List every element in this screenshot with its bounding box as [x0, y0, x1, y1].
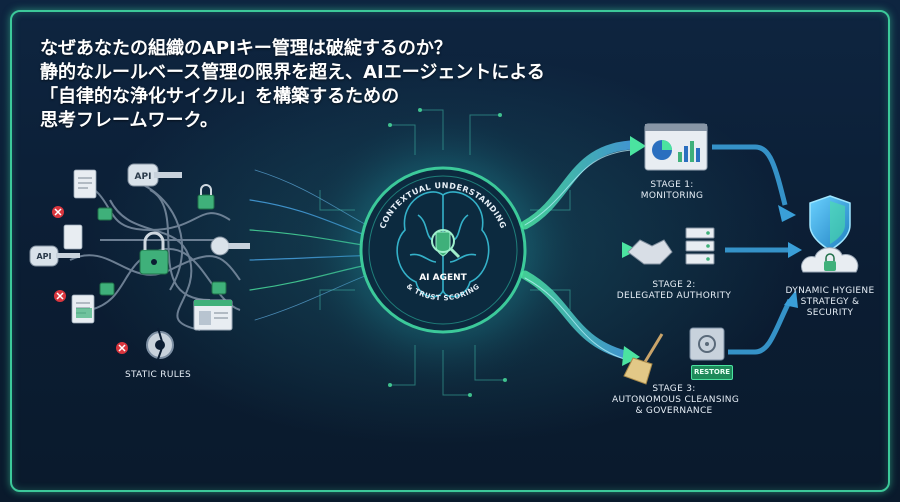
outcome-connectors [712, 144, 793, 355]
handshake-icon [627, 239, 673, 265]
magnifier-shield-icon [431, 229, 461, 259]
static-rules-caption: STATIC RULES [124, 370, 192, 380]
stage-3-name: AUTONOMOUS CLEANSING [612, 395, 740, 405]
outcome-line-3: SECURITY [806, 308, 854, 318]
document-icon [63, 169, 97, 324]
stage-2-label: STAGE 2: DELEGATED AUTHORITY [612, 280, 736, 302]
cloud-lock-icon [801, 247, 859, 273]
stage-1-label: STAGE 1: MONITORING [622, 180, 722, 202]
api-key-icon: API [29, 245, 80, 267]
outcome-line-2: STRATEGY & [800, 297, 860, 307]
stage-2-title: STAGE 2: [652, 280, 696, 290]
core-label: AI AGENT [419, 273, 467, 283]
error-x-icon [52, 206, 128, 354]
stage-arrows [520, 140, 635, 361]
headline-line-2: 静的なルールベース管理の限界を超え、AIエージェントによる [40, 62, 545, 83]
dashboard-icon [644, 123, 708, 171]
broken-gear-icon [146, 327, 174, 363]
browser-window-icon [193, 299, 233, 331]
svg-text:API: API [36, 252, 51, 261]
outcome-line-1: DYNAMIC HYGIENE [785, 286, 875, 296]
server-icon [685, 227, 715, 265]
stage-3-name-2: & GOVERNANCE [635, 406, 713, 416]
svg-text:API: API [135, 172, 152, 182]
api-key-icon [210, 236, 250, 256]
padlock-icon [97, 184, 227, 296]
safe-icon [689, 327, 725, 361]
outcome-label: DYNAMIC HYGIENE STRATEGY & SECURITY [782, 286, 878, 319]
api-key-icon: API [127, 163, 182, 187]
headline-line-1: なぜあなたの組織のAPIキー管理は破綻するのか？ [40, 38, 452, 59]
stage-3-label: STAGE 3: AUTONOMOUS CLEANSING & GOVERNAN… [612, 384, 740, 417]
stage-3-title: STAGE 3: [652, 384, 696, 394]
headline-line-3: 「自律的な浄化サイクル」を構築するための [40, 86, 400, 107]
stage-1-title: STAGE 1: [650, 180, 694, 190]
shield-icon [809, 195, 851, 251]
restore-badge: RESTORE [691, 365, 733, 380]
broom-icon [623, 333, 664, 385]
stage-1-name: MONITORING [640, 191, 704, 201]
neon-frame [10, 10, 890, 492]
headline-line-4: 思考フレームワーク。 [40, 110, 219, 131]
spreadsheet-icon [76, 308, 92, 318]
stage-2-name: DELEGATED AUTHORITY [616, 291, 732, 301]
